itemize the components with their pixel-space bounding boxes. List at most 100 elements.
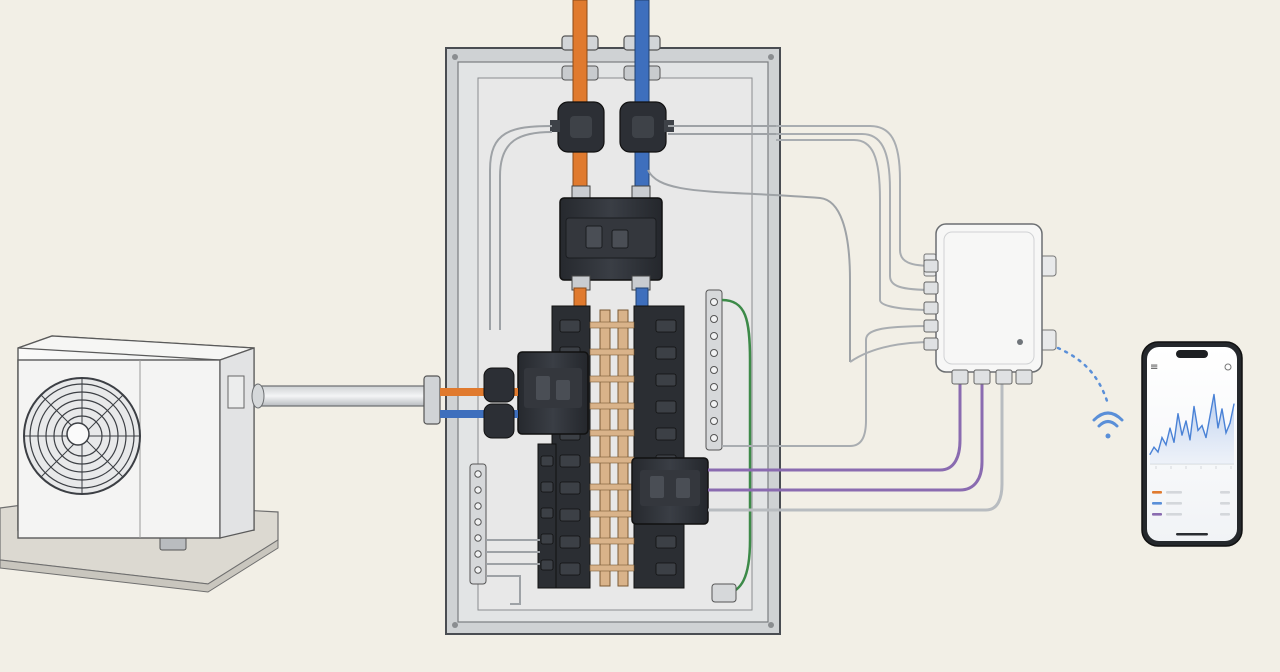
branch-breaker-handle [655,319,677,333]
main-breaker [559,185,663,291]
bus-stab [589,537,635,545]
ground-lug [711,583,737,603]
legend-swatch [1152,502,1162,505]
branch-breaker-handle [559,481,581,495]
wifi-icon [1092,411,1124,439]
service-panel [227,375,245,409]
chart-point [1177,413,1179,415]
branch-breaker-handle [559,319,581,333]
chart-point [1165,444,1167,446]
legend-value-placeholder [1220,502,1230,505]
chart-point [1157,451,1159,453]
phone-notch [1176,350,1208,358]
chart-point [1221,408,1223,410]
legend-value-placeholder [1220,491,1230,494]
chart-point [1229,422,1231,424]
electrical-panel [440,0,851,635]
bus-stab [589,321,635,329]
branch-breaker-handle [559,508,581,522]
neutral-screw [710,417,718,425]
bus-stab [589,375,635,383]
service-conductor-hot [572,0,588,203]
fan-grille [23,377,141,495]
energy-monitor-hub [923,223,1057,385]
chart-point [1189,439,1191,441]
ct-clamp-heat-pump-2 [483,403,515,439]
submeter-breaker [631,457,709,525]
chart-point [1169,427,1171,429]
smartphone: ≡ [1141,341,1243,547]
chart-point [1161,437,1163,439]
hub-status-led [1017,339,1023,345]
neutral-screw [710,298,718,306]
branch-breaker-handle [540,481,554,493]
neutral-screw [710,315,718,323]
legend-label-placeholder [1166,502,1182,505]
ground-screw [474,566,482,574]
wireless-link [1056,346,1110,406]
bus-stab [589,510,635,518]
chart-point [1209,415,1211,417]
branch-breaker-handle [559,562,581,576]
ground-screw [474,486,482,494]
chart-point [1217,427,1219,429]
chart-point [1153,446,1155,448]
hub-connectors-side [923,259,939,351]
ground-screw [474,470,482,478]
chart-point [1193,405,1195,407]
ct-clamp-main-1 [550,101,605,153]
chart-point [1233,403,1235,405]
ct-clamp-heat-pump-1 [483,367,515,403]
bus-stab [589,564,635,572]
bus-stab [589,402,635,410]
chart-line [1149,394,1235,455]
ground-screw [474,534,482,542]
legend-label-placeholder [1166,491,1182,494]
phone-legend [1152,491,1230,516]
fan-hub [66,422,90,446]
chart-point [1173,441,1175,443]
neutral-screw [710,383,718,391]
bus-stab [589,429,635,437]
neutral-screw [710,366,718,374]
legend-label-placeholder [1166,513,1182,516]
chart-point [1225,432,1227,434]
branch-breaker-handle [559,535,581,549]
branch-breaker-handle [540,507,554,519]
chart-point [1213,393,1215,395]
ct-clamp-main-2 [619,101,674,153]
main-breaker-toggle-2 [611,229,629,249]
ground-screw [474,550,482,558]
branch-breaker-handle [540,455,554,467]
heat-pump-feeder [440,367,518,439]
chart-point [1185,420,1187,422]
profile-icon[interactable] [1224,363,1232,371]
menu-icon[interactable]: ≡ [1150,362,1158,373]
sensor-cables [708,125,1004,512]
neutral-screw [710,349,718,357]
hub-connectors-bottom [951,369,1033,385]
main-breaker-toggle-1 [585,225,603,249]
ground-bar [469,463,540,605]
ground-screw [474,502,482,510]
service-conductor-neutral [634,0,650,203]
neutral-screw [710,332,718,340]
chart-area [1150,394,1234,464]
heat-pump-breaker [517,351,589,435]
branch-breaker-handle [559,454,581,468]
bus-stab [589,483,635,491]
ct-cables-purple [708,382,1004,512]
branch-breaker-handle [655,562,677,576]
branch-breaker-handle [655,535,677,549]
outdoor-heat-pump-unit [0,335,441,593]
chart-point [1181,434,1183,436]
branch-breaker-handle [655,400,677,414]
ct-sensor-leads [489,125,851,362]
neutral-bar [705,289,723,451]
chart-point [1201,425,1203,427]
bus-stab [589,348,635,356]
branch-breaker-handle [540,533,554,545]
branch-breaker-handle [655,346,677,360]
ground-screw [474,518,482,526]
